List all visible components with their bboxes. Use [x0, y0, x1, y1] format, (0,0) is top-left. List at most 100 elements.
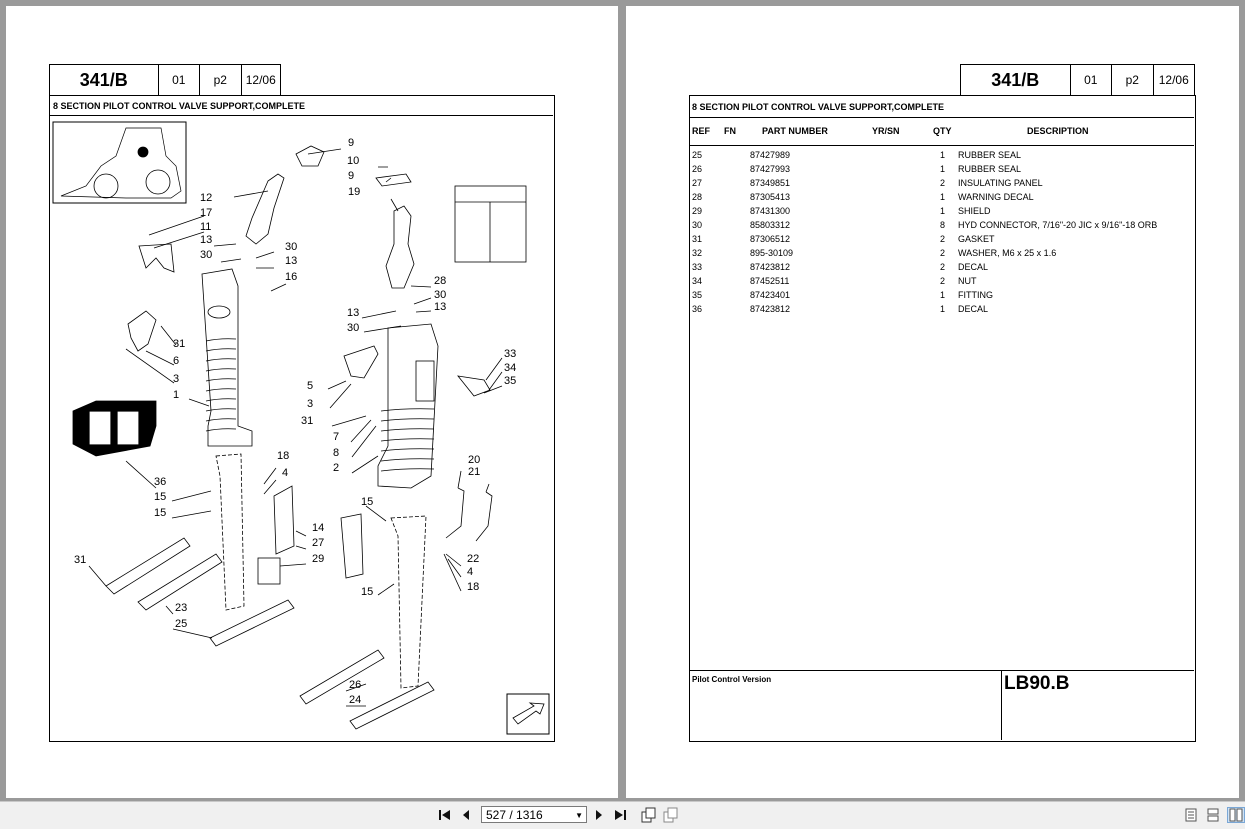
part-number-cell: 895-30109	[750, 248, 794, 258]
callout: 21	[468, 466, 481, 478]
part-number-cell: 87427993	[750, 164, 791, 174]
callout: 15	[361, 586, 374, 598]
single-page-icon	[1185, 808, 1197, 822]
last-page-button[interactable]	[612, 807, 628, 823]
last-page-icon	[615, 810, 626, 820]
callout: 15	[154, 491, 167, 503]
page-header: 341/B 01 p2 12/06	[960, 64, 1195, 96]
part-number-cell: 87423401	[750, 290, 791, 300]
callout: 6	[173, 355, 180, 367]
machine-thumbnail	[52, 121, 187, 204]
ref-cell: 25	[692, 150, 703, 160]
part-number-cell: 87349851	[750, 178, 791, 188]
revision: 01	[159, 65, 201, 95]
footer-bar	[689, 670, 1194, 741]
callout: 13	[285, 255, 298, 267]
page-number-input[interactable]: 527 / 1316 ▼	[481, 806, 587, 823]
callout: 16	[285, 271, 298, 283]
ref-cell: 30	[692, 220, 703, 230]
callout: 31	[301, 415, 314, 427]
callout: 19	[348, 186, 361, 198]
date: 12/06	[245, 73, 276, 87]
ref-cell: 28	[692, 192, 703, 202]
callout: 13	[347, 307, 360, 319]
callout: 29	[312, 553, 325, 565]
rotate-page-button[interactable]	[639, 807, 657, 823]
callout: 31	[173, 338, 186, 350]
callout: 13	[434, 301, 447, 313]
description-cell: DECAL	[958, 262, 989, 272]
page-ref: p2	[1112, 65, 1154, 95]
column-headers: REF FN PART NUMBER YR/SN QTY DESCRIPTION	[692, 126, 1089, 136]
ref-cell: 26	[692, 164, 703, 174]
dropdown-arrow-icon[interactable]: ▼	[575, 811, 583, 820]
col-fn: FN	[724, 126, 736, 136]
description-cell: NUT	[958, 276, 977, 286]
col-qty: QTY	[933, 126, 952, 136]
copy-page-button[interactable]	[661, 807, 679, 823]
description-cell: SHIELD	[958, 206, 991, 216]
next-page-button[interactable]	[592, 807, 606, 823]
callout: 4	[282, 467, 289, 479]
callout: 30	[200, 249, 213, 261]
footer-version: Pilot Control Version	[692, 675, 772, 684]
callout: 26	[349, 679, 362, 691]
next-page-icon	[596, 810, 602, 820]
previous-page-button[interactable]	[459, 807, 473, 823]
ref-cell: 33	[692, 262, 703, 272]
callout: 27	[312, 537, 325, 549]
part-number-cell: 87431300	[750, 206, 791, 216]
callout: 30	[347, 322, 360, 334]
single-page-view-button[interactable]	[1184, 807, 1198, 823]
callout: 3	[173, 373, 180, 385]
ref-cell: 35	[692, 290, 703, 300]
ref-cell: 31	[692, 234, 703, 244]
qty-cell: 1	[939, 290, 945, 300]
callout: 11	[200, 221, 212, 233]
callout: 15	[361, 496, 374, 508]
col-ref: REF	[692, 126, 710, 136]
continuous-view-button[interactable]	[1206, 807, 1220, 823]
parts-list-frame	[689, 95, 1196, 742]
callout: 5	[307, 380, 314, 392]
first-page-button[interactable]	[437, 807, 453, 823]
qty-cell: 1	[939, 150, 945, 160]
description-cell: GASKET	[958, 234, 995, 244]
page-rotate-icon	[641, 807, 656, 823]
callout: 23	[175, 602, 188, 614]
callout: 34	[504, 362, 517, 374]
qty-cell: 2	[939, 262, 945, 272]
col-yr-sn: YR/SN	[872, 126, 900, 136]
description-cell: WASHER, M6 x 25 x 1.6	[958, 248, 1057, 258]
qty-cell: 2	[939, 178, 945, 188]
callout: 12	[200, 192, 213, 204]
ref-cell: 32	[692, 248, 703, 258]
qty-cell: 2	[939, 248, 945, 258]
diagram-frame	[49, 95, 555, 742]
callout: 10	[347, 155, 360, 167]
qty-cell: 1	[939, 164, 945, 174]
two-page-view-button[interactable]	[1227, 807, 1245, 823]
title-bar	[689, 95, 1194, 118]
description-cell: HYD CONNECTOR, 7/16"-20 JIC x 9/16"-18 O…	[958, 220, 1158, 230]
callout: 3	[307, 398, 314, 410]
qty-cell: 8	[939, 220, 945, 230]
model-code: LB90.B	[1004, 673, 1070, 694]
description-cell: INSULATING PANEL	[958, 178, 1043, 188]
two-page-icon	[1229, 808, 1243, 822]
right-page: 341/B 01 p2 12/06 8 SECTION PILOT CONTRO…	[626, 6, 1239, 798]
qty-cell: 1	[939, 206, 945, 216]
page-indicator: 527 / 1316	[486, 807, 543, 822]
callout: 13	[200, 234, 213, 246]
callout: 22	[467, 553, 480, 565]
description-cell: RUBBER SEAL	[958, 150, 1022, 160]
callout: 14	[312, 522, 325, 534]
callout: 17	[200, 207, 213, 219]
